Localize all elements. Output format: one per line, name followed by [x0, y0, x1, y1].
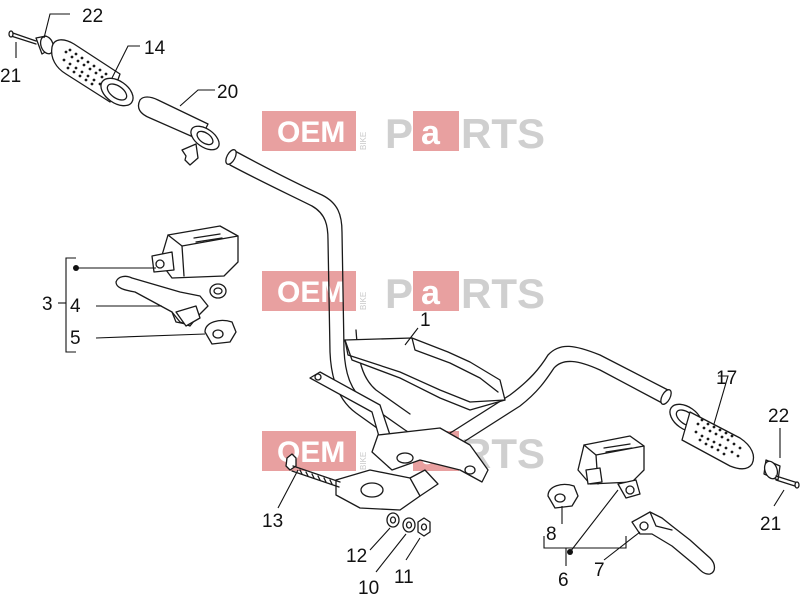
svg-text:RTS: RTS: [461, 270, 545, 317]
throttle-tube-20: [137, 96, 220, 166]
brake-lever-left-4: [115, 275, 209, 327]
callout-21-bottom: 21: [760, 514, 781, 535]
svg-text:P: P: [385, 110, 413, 157]
bolt-13: [285, 453, 341, 488]
grip-14: [50, 39, 134, 107]
master-cylinder-left: [151, 225, 239, 299]
callout-12: 12: [346, 546, 367, 567]
svg-text:a: a: [421, 114, 441, 152]
callout-22-bottom: 22: [768, 406, 789, 427]
screw-21-bottom: [775, 475, 800, 489]
callout-1: 1: [420, 310, 431, 331]
handlebar-bracket-plate: [309, 337, 506, 511]
watermark-top: OEM BIKE P a RTS: [262, 110, 545, 157]
leader-lines: [15, 13, 785, 573]
master-cylinder-right: [577, 435, 645, 499]
end-weight-22-bottom: [763, 459, 781, 481]
callout-17: 17: [716, 368, 737, 389]
end-weight-22-top: [35, 35, 55, 55]
watermark-middle: OEM BIKE P a RTS: [262, 270, 545, 317]
nut-11: [417, 517, 431, 537]
callout-labels: 1 3 4 5 6 7 8 10 11 12 13 14 17 20 21 21…: [0, 6, 789, 599]
washer-12: [386, 512, 400, 528]
callout-8: 8: [546, 524, 557, 545]
callout-13: 13: [262, 511, 283, 532]
callout-5: 5: [70, 328, 81, 349]
callout-22-top: 22: [82, 6, 103, 27]
svg-text:OEM: OEM: [277, 116, 345, 149]
callout-21-top: 21: [0, 66, 21, 87]
svg-text:a: a: [421, 274, 441, 312]
svg-text:P: P: [385, 270, 413, 317]
svg-text:BIKE: BIKE: [359, 132, 368, 150]
clamp-5: [204, 319, 237, 345]
callout-6: 6: [558, 570, 569, 591]
svg-text:RTS: RTS: [461, 110, 545, 157]
grip-17: [669, 403, 755, 470]
washer-10: [402, 517, 416, 533]
callout-7: 7: [594, 560, 605, 581]
svg-text:BIKE: BIKE: [359, 292, 368, 310]
callout-4: 4: [70, 296, 81, 317]
callout-3: 3: [42, 294, 53, 315]
callout-20: 20: [217, 82, 238, 103]
svg-text:BIKE: BIKE: [359, 452, 368, 470]
screw-21-top: [8, 30, 37, 45]
brake-lever-right-7: [631, 511, 716, 575]
callout-11: 11: [394, 567, 414, 588]
callout-10: 10: [358, 578, 379, 599]
svg-text:OEM: OEM: [277, 276, 345, 309]
clamp-8: [547, 483, 579, 509]
callout-14: 14: [144, 38, 166, 59]
